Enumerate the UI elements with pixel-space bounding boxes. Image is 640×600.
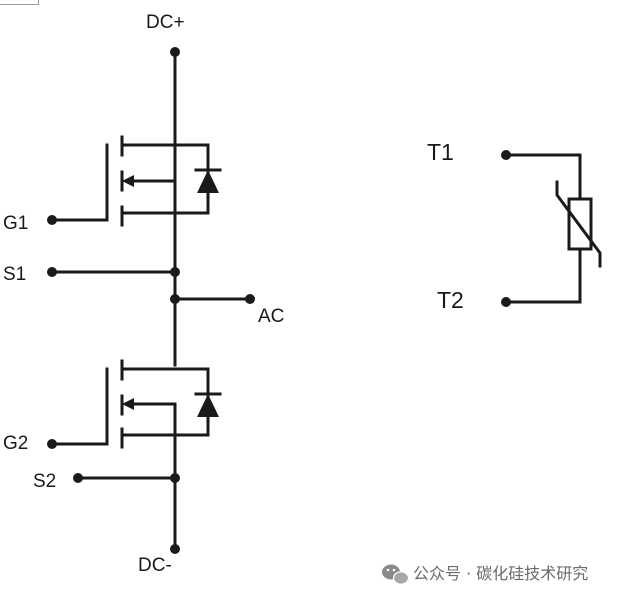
- ac-terminal: [245, 294, 255, 304]
- t2-terminal: [501, 297, 511, 307]
- t2-label: T2: [437, 287, 464, 313]
- dc-plus-label: DC+: [146, 12, 185, 33]
- dc-minus-terminal: [170, 544, 180, 554]
- g1-label: G1: [3, 213, 28, 234]
- s1-label: S1: [3, 264, 26, 285]
- upper-diode-triangle: [197, 170, 219, 193]
- g2-label: G2: [3, 433, 28, 454]
- g2-terminal: [47, 439, 57, 449]
- g1-terminal: [47, 215, 57, 225]
- dc-minus-label: DC-: [138, 555, 172, 576]
- s2-terminal: [73, 473, 83, 483]
- t2-lead: [504, 247, 582, 304]
- watermark-text: 公众号 · 碳化硅技术研究: [413, 564, 588, 583]
- upper-drain-branch: [120, 143, 210, 215]
- dc-plus-terminal: [170, 47, 180, 57]
- s1-junction: [170, 267, 180, 277]
- upper-body-arrow: [122, 175, 134, 187]
- t1-terminal: [501, 150, 511, 160]
- t1-label: T1: [427, 139, 454, 165]
- ac-label: AC: [258, 306, 284, 327]
- upper-mosfet: [47, 47, 222, 227]
- thermistor-slant: [555, 180, 602, 268]
- t1-lead: [504, 153, 582, 201]
- wechat-icon: [382, 564, 410, 585]
- lower-drain-branch: [120, 367, 210, 437]
- s2-label: S2: [33, 471, 56, 492]
- lower-diode-triangle: [197, 394, 219, 417]
- ac-junction: [170, 294, 180, 304]
- lower-body-arrow: [122, 398, 134, 410]
- thermistor-body: [567, 197, 593, 251]
- s2-junction: [170, 473, 180, 483]
- thermistor: [501, 150, 602, 307]
- crop-corner-artifact: [0, 0, 39, 5]
- s1-terminal: [47, 267, 57, 277]
- lower-mosfet: [47, 359, 222, 554]
- midpoint-node: [47, 143, 255, 367]
